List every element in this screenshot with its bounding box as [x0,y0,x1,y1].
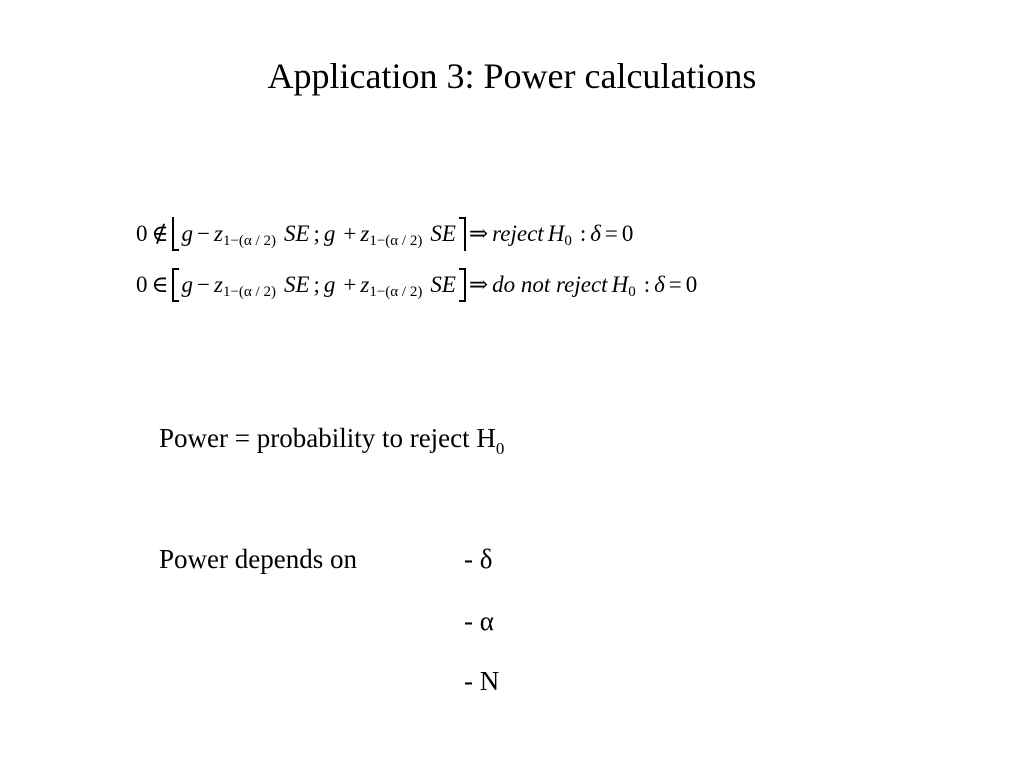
eq1-z2-sub: 1−(α / 2) [369,232,423,249]
eq2-g: g [181,272,194,297]
eq2-se2: SE [430,272,456,297]
equation-reject: 0 ∉ g − z 1−(α / 2) SE ; g + z 1−(α / 2)… [136,214,633,254]
eq2-conclusion: do not reject [492,272,608,297]
eq1-g: g [181,221,194,246]
eq1-colon: : [579,221,587,246]
eq2-lhs: 0 [136,272,148,297]
eq1-plus: + [343,221,357,246]
eq1-conclusion: reject [492,221,544,246]
eq2-se: SE [283,272,310,297]
power-depends-label: Power depends on [159,544,357,574]
eq2-g2: g [323,272,336,297]
eq1-z2: z [360,221,370,246]
eq2-h-sub: 0 [628,283,636,300]
dependency-item-delta: - δ [464,544,493,574]
right-square-bracket-icon [458,268,466,302]
eq1-z-sub: 1−(α / 2) [222,232,276,249]
eq2-minus: − [197,272,211,297]
left-bracket-icon [171,217,179,251]
eq1-se: SE [283,221,310,246]
eq1-sep: ; [313,221,320,246]
power-definition-text: Power = probability to reject H [159,423,496,453]
eq2-delta: δ [654,272,665,297]
dependency-item-alpha: - α [464,606,494,636]
right-bracket-icon [458,217,466,251]
eq2-relation: ∈ [151,272,169,297]
eq1-g2: g [323,221,336,246]
eq1-equals: = [604,221,618,246]
eq2-rhs: 0 [685,272,698,297]
eq1-se2: SE [430,221,456,246]
eq2-z: z [214,272,223,297]
eq1-h-sub: 0 [564,232,572,249]
dependency-item-n: - N [464,666,500,696]
equation-do-not-reject: 0 ∈ g − z 1−(α / 2) SE ; g + z 1−(α / 2)… [136,265,697,305]
eq2-z2: z [360,272,370,297]
eq2-implies: ⇒ [468,272,489,297]
eq1-relation: ∉ [151,221,169,246]
eq2-z-sub: 1−(α / 2) [222,283,276,300]
eq1-lhs: 0 [136,221,148,246]
eq2-colon: : [643,272,651,297]
eq1-delta: δ [590,221,601,246]
power-definition-subscript: 0 [495,439,505,458]
power-definition: Power = probability to reject H0 [159,421,504,459]
left-square-bracket-icon [171,268,179,302]
eq1-minus: − [197,221,211,246]
slide-title: Application 3: Power calculations [267,56,757,96]
eq2-h: H [611,272,629,297]
eq1-implies: ⇒ [468,221,489,246]
eq1-h: H [547,221,565,246]
eq1-z: z [214,221,223,246]
eq2-equals: = [668,272,682,297]
eq2-plus: + [343,272,357,297]
eq1-rhs: 0 [621,221,634,246]
eq2-sep: ; [313,272,320,297]
eq2-z2-sub: 1−(α / 2) [369,283,423,300]
